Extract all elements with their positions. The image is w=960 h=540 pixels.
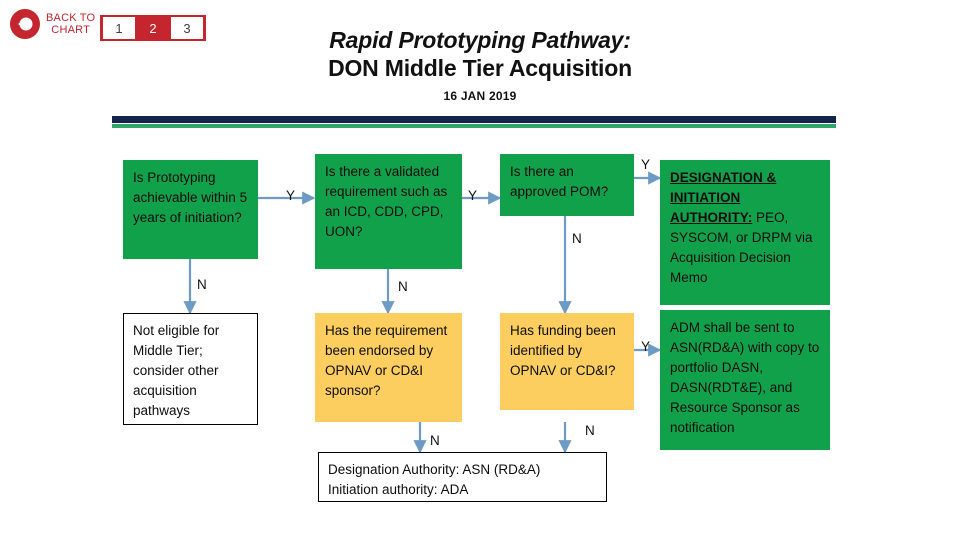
divider-navy-bar — [112, 116, 836, 123]
page-tabs[interactable]: 1 2 3 — [100, 15, 206, 41]
box-prototyping[interactable]: Is Prototyping achievable within 5 years… — [123, 160, 258, 259]
tab-2[interactable]: 2 — [137, 17, 169, 39]
header-divider — [112, 116, 836, 128]
label-n-prototyping: N — [197, 277, 207, 292]
box-designation-initiation-authority[interactable]: DESIGNATION & INITIATION AUTHORITY: PEO,… — [660, 160, 830, 305]
box-not-eligible[interactable]: Not eligible for Middle Tier; consider o… — [123, 313, 258, 425]
page-title: Rapid Prototyping Pathway: DON Middle Ti… — [170, 26, 790, 103]
box-requirement-text: Is there a validated requirement such as… — [325, 164, 448, 239]
tab-3[interactable]: 3 — [171, 17, 203, 39]
designation-line-1: Designation Authority: ASN (RD&A) — [328, 462, 541, 477]
box-prototyping-text: Is Prototyping achievable within 5 years… — [133, 170, 248, 225]
back-to-chart-label: BACK TO CHART — [46, 12, 96, 36]
label-n-requirement: N — [398, 279, 408, 294]
box-not-eligible-text: Not eligible for Middle Tier; consider o… — [133, 323, 220, 418]
label-y-requirement: Y — [468, 188, 478, 203]
box-requirement-endorsed[interactable]: Has the requirement been endorsed by OPN… — [315, 313, 462, 422]
tab-1[interactable]: 1 — [103, 17, 135, 39]
divider-green-bar — [112, 124, 836, 128]
box-designation-authority[interactable]: Designation Authority: ASN (RD&A) Initia… — [318, 452, 607, 502]
box-adm-text: ADM shall be sent to ASN(RD&A) with copy… — [670, 320, 820, 435]
label-n-endorsed: N — [430, 433, 440, 448]
box-authority-body: PEO, SYSCOM, or DRPM via Acquisition Dec… — [670, 210, 813, 285]
designation-line-2: Initiation authority: ADA — [328, 482, 469, 497]
title-line-1: Rapid Prototyping Pathway: — [329, 27, 631, 53]
back-to-chart-button[interactable]: BACK TO CHART — [6, 6, 95, 42]
label-y-prototyping: Y — [286, 188, 296, 203]
box-adm-notification[interactable]: ADM shall be sent to ASN(RD&A) with copy… — [660, 310, 830, 450]
back-arrow-circle-icon — [6, 6, 42, 42]
label-y-pom: Y — [641, 157, 651, 172]
label-n-pom: N — [572, 231, 582, 246]
box-authority-heading: DESIGNATION & INITIATION AUTHORITY: — [670, 170, 777, 225]
box-pom-text: Is there an approved POM? — [510, 164, 609, 199]
label-y-funding: Y — [641, 339, 651, 354]
box-funding-text: Has funding been identified by OPNAV or … — [510, 323, 616, 378]
title-date: 16 JAN 2019 — [443, 89, 517, 103]
label-n-funding: N — [585, 423, 595, 438]
box-requirement[interactable]: Is there a validated requirement such as… — [315, 154, 462, 269]
box-endorsed-text: Has the requirement been endorsed by OPN… — [325, 323, 448, 398]
box-funding-identified[interactable]: Has funding been identified by OPNAV or … — [500, 313, 634, 410]
title-line-2: DON Middle Tier Acquisition — [328, 55, 632, 81]
box-pom[interactable]: Is there an approved POM? — [500, 154, 634, 216]
